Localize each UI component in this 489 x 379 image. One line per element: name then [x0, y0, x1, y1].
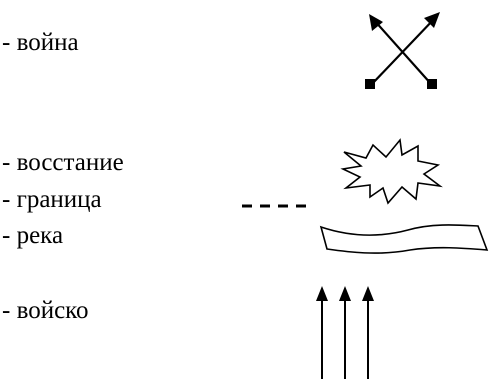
legend-label-uprising: - восстание — [2, 149, 124, 176]
legend-label-border: - граница — [2, 186, 102, 213]
triple-arrow-icon — [316, 286, 374, 379]
legend-label-river: - река — [2, 222, 64, 249]
legend-label-army: - войско — [2, 297, 89, 324]
explosion-star-icon — [340, 138, 443, 205]
wavy-ribbon-icon — [319, 224, 489, 254]
dashed-line-icon — [242, 204, 306, 208]
legend-label-war: - война — [2, 29, 79, 56]
crossed-arrows-icon — [365, 12, 440, 89]
